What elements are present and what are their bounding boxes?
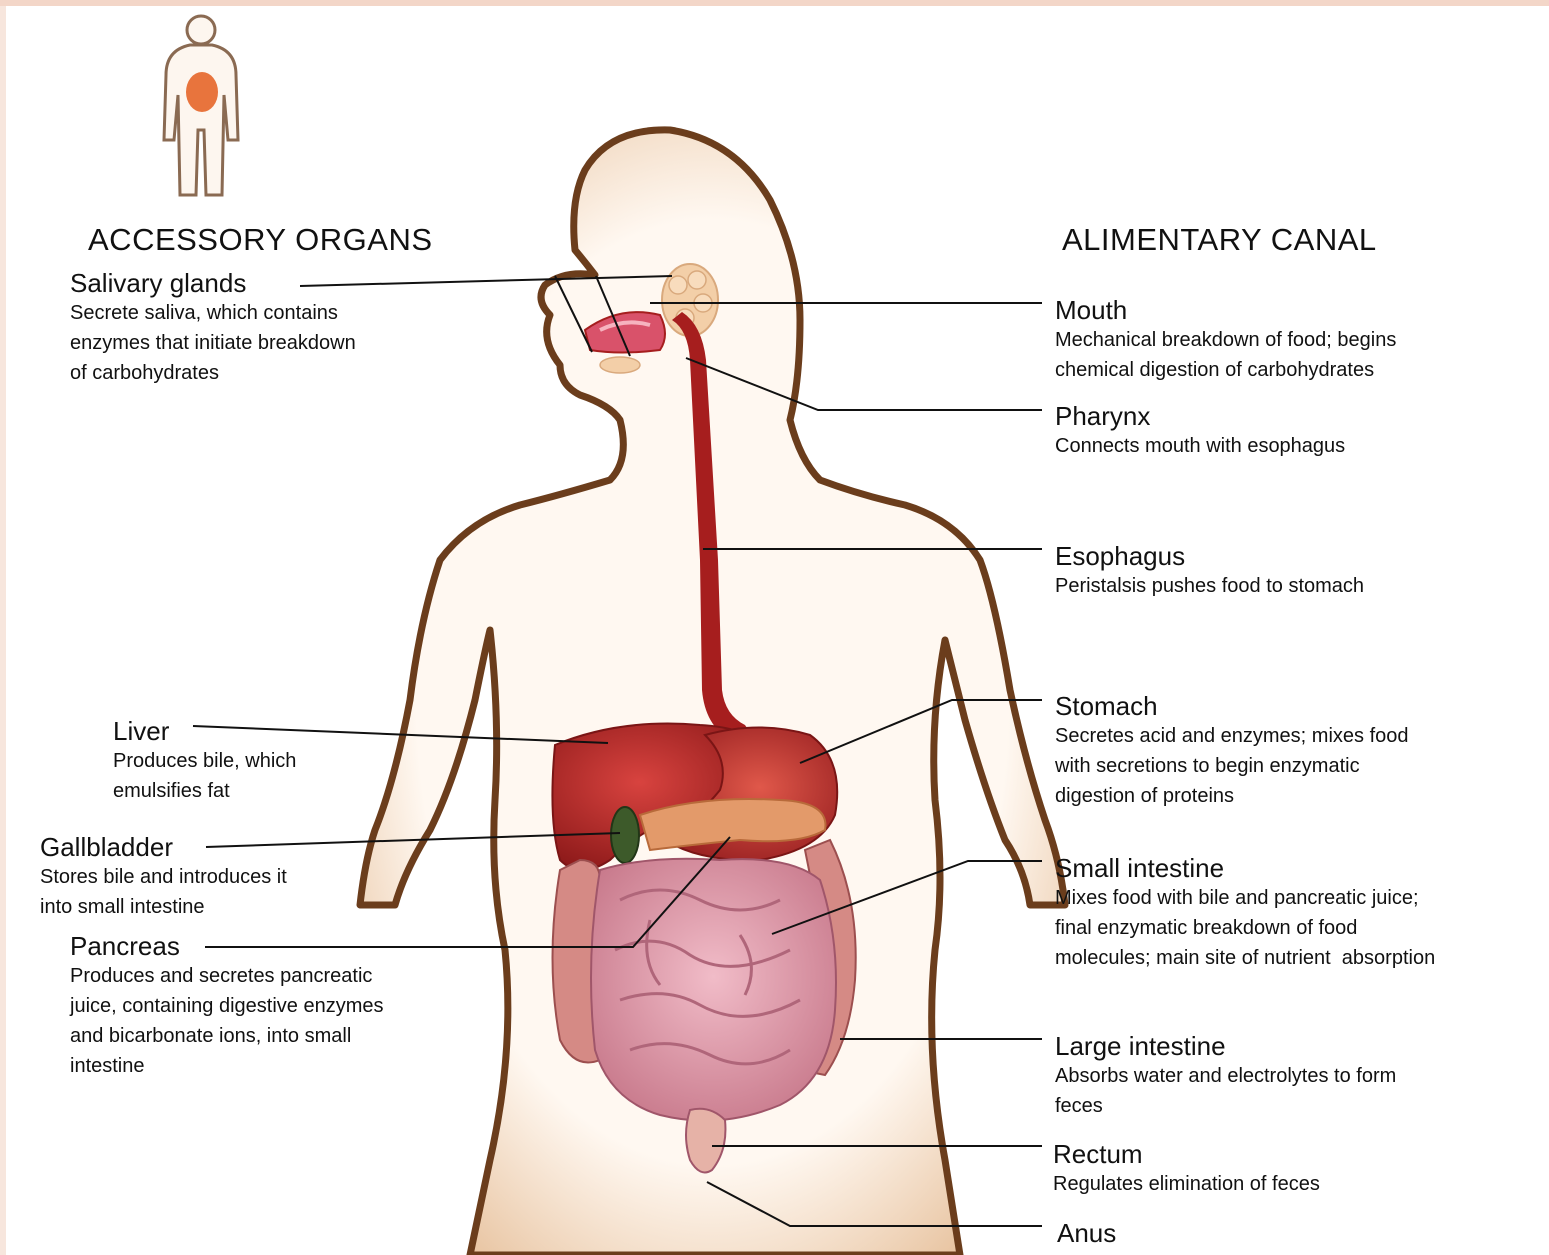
label-liver: Liver Produces bile, which emulsifies fa… xyxy=(113,716,296,806)
label-pancreas: Pancreas Produces and secretes pancreati… xyxy=(70,931,384,1081)
label-small-intestine: Small intestine Mixes food with bile and… xyxy=(1055,853,1435,973)
label-description: Mixes food with bile and pancreatic juic… xyxy=(1055,883,1435,973)
label-name: Large intestine xyxy=(1055,1031,1396,1061)
label-name: Mouth xyxy=(1055,295,1396,325)
label-name: Salivary glands xyxy=(70,268,356,298)
label-name: Esophagus xyxy=(1055,541,1364,571)
small-intestine-shape xyxy=(591,859,836,1121)
label-description: Connects mouth with esophagus xyxy=(1055,431,1345,461)
label-description: Mechanical breakdown of food; begins che… xyxy=(1055,325,1396,385)
label-description: Stores bile and introduces it into small… xyxy=(40,862,287,922)
label-name: Gallbladder xyxy=(40,832,287,862)
label-description: Secrete saliva, which contains enzymes t… xyxy=(70,298,356,388)
label-description: Peristalsis pushes food to stomach xyxy=(1055,571,1364,601)
label-esophagus: Esophagus Peristalsis pushes food to sto… xyxy=(1055,541,1364,601)
label-description: Absorbs water and electrolytes to form f… xyxy=(1055,1061,1396,1121)
label-description: Regulates elimination of feces xyxy=(1053,1169,1320,1199)
reference-figure-icon xyxy=(164,16,238,195)
label-description: Produces and secretes pancreatic juice, … xyxy=(70,961,384,1081)
alimentary-canal-heading: ALIMENTARY CANAL xyxy=(1062,222,1377,258)
label-salivary-glands: Salivary glands Secrete saliva, which co… xyxy=(70,268,356,388)
label-name: Pancreas xyxy=(70,931,384,961)
label-anus: Anus xyxy=(1057,1218,1116,1248)
label-name: Stomach xyxy=(1055,691,1409,721)
label-description: Produces bile, which emulsifies fat xyxy=(113,746,296,806)
label-name: Pharynx xyxy=(1055,401,1345,431)
label-mouth: Mouth Mechanical breakdown of food; begi… xyxy=(1055,295,1396,385)
label-description: Secretes acid and enzymes; mixes food wi… xyxy=(1055,721,1409,811)
gallbladder-shape xyxy=(611,807,639,863)
label-name: Rectum xyxy=(1053,1139,1320,1169)
label-name: Liver xyxy=(113,716,296,746)
accessory-organs-heading: ACCESSORY ORGANS xyxy=(88,222,433,258)
label-large-intestine: Large intestine Absorbs water and electr… xyxy=(1055,1031,1396,1121)
label-gallbladder: Gallbladder Stores bile and introduces i… xyxy=(40,832,287,922)
label-rectum: Rectum Regulates elimination of feces xyxy=(1053,1139,1320,1199)
label-name: Anus xyxy=(1057,1218,1116,1248)
label-stomach: Stomach Secretes acid and enzymes; mixes… xyxy=(1055,691,1409,811)
label-pharynx: Pharynx Connects mouth with esophagus xyxy=(1055,401,1345,461)
label-name: Small intestine xyxy=(1055,853,1435,883)
